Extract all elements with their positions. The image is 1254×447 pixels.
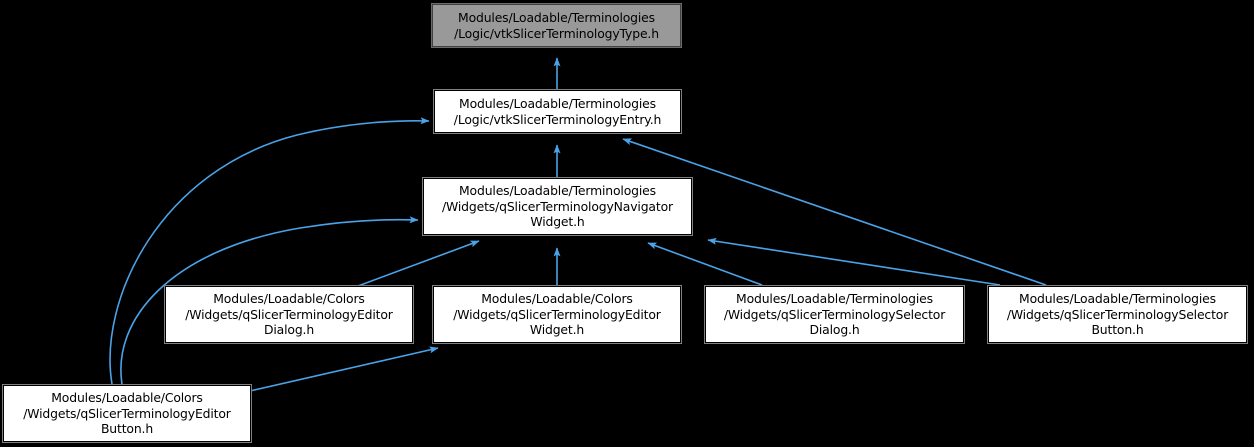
edge-editorbutton-to-navigator [120, 216, 419, 385]
node-terminology-editor-button-h[interactable]: Modules/Loadable/Colors /Widgets/qSlicer… [2, 384, 252, 443]
node-label-terminology-editor-dialog-h: Modules/Loadable/Colors /Widgets/qSlicer… [185, 291, 393, 338]
edge-selectordialog-to-navigator [647, 242, 763, 286]
node-label-terminology-editor-widget-h: Modules/Loadable/Colors /Widgets/qSlicer… [453, 291, 661, 338]
node-label-terminology-type-h: Modules/Loadable/Terminologies /Logic/vt… [454, 10, 659, 41]
node-terminology-selector-dialog-h[interactable]: Modules/Loadable/Terminologies /Widgets/… [704, 285, 965, 344]
node-terminology-type-h[interactable]: Modules/Loadable/Terminologies /Logic/vt… [431, 3, 682, 48]
node-terminology-entry-h[interactable]: Modules/Loadable/Terminologies /Logic/vt… [433, 89, 682, 134]
node-label-terminology-navigator-widget-h: Modules/Loadable/Terminologies /Widgets/… [442, 183, 673, 230]
node-terminology-navigator-widget-h[interactable]: Modules/Loadable/Terminologies /Widgets/… [422, 177, 693, 236]
edge-editorbutton-to-editorwidget [249, 346, 439, 392]
edge-selectorbutton-to-navigator [707, 237, 1001, 286]
node-terminology-editor-widget-h[interactable]: Modules/Loadable/Colors /Widgets/qSlicer… [432, 285, 682, 344]
node-label-terminology-selector-button-h: Modules/Loadable/Terminologies /Widgets/… [1006, 291, 1229, 338]
node-label-terminology-entry-h: Modules/Loadable/Terminologies /Logic/vt… [453, 96, 662, 127]
edge-editorbutton-to-entry [109, 117, 430, 385]
node-label-terminology-selector-dialog-h: Modules/Loadable/Terminologies /Widgets/… [723, 291, 946, 338]
node-label-terminology-editor-button-h: Modules/Loadable/Colors /Widgets/qSlicer… [23, 390, 231, 437]
edge-selectorbutton-to-entry [622, 138, 1047, 286]
node-terminology-selector-button-h[interactable]: Modules/Loadable/Terminologies /Widgets/… [987, 285, 1248, 344]
node-terminology-editor-dialog-h[interactable]: Modules/Loadable/Colors /Widgets/qSlicer… [164, 285, 414, 344]
edge-editordialog-to-navigator [357, 240, 480, 287]
